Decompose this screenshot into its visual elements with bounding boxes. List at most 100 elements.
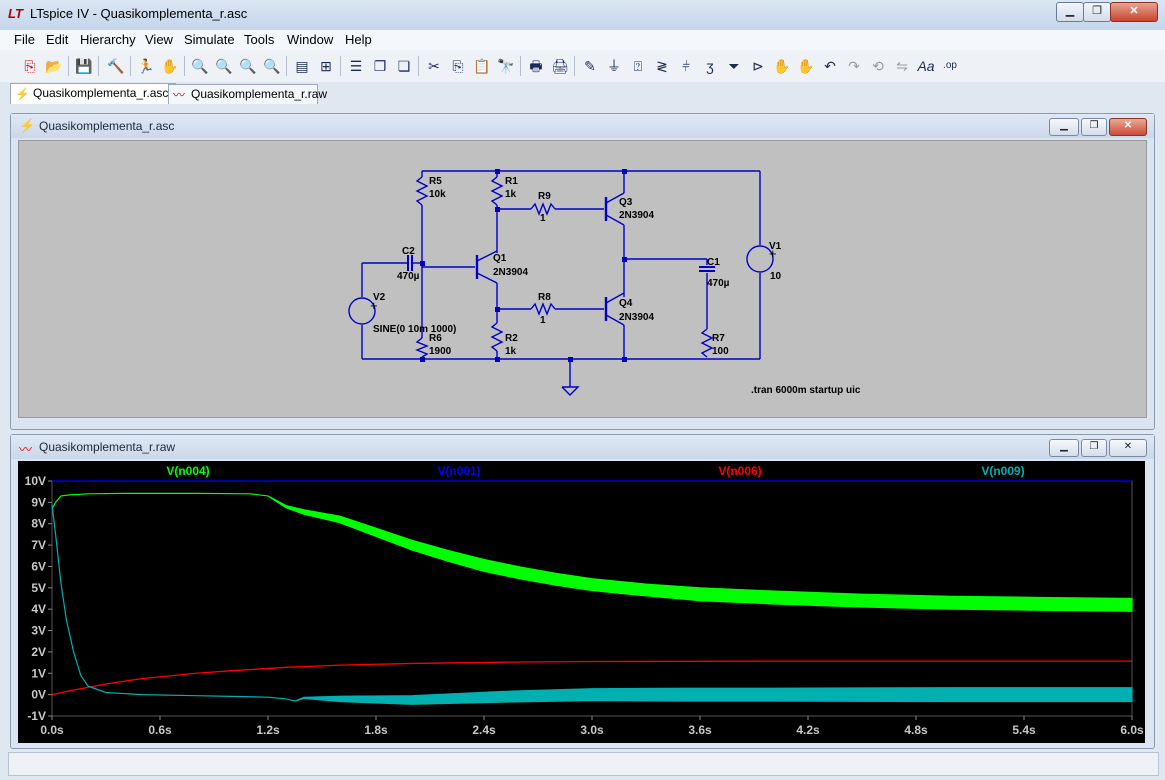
autorange-icon[interactable]: ▤ <box>295 58 309 74</box>
r7-value: 100 <box>712 346 729 357</box>
x-tick-label: 5.4s <box>1012 723 1036 737</box>
v2-value: SINE(0 10m 1000) <box>373 324 456 335</box>
c2-value: 470µ <box>397 271 420 282</box>
paste-icon[interactable]: 📋 <box>473 58 491 74</box>
waveform-icon: 〰 <box>173 88 186 102</box>
menu-file[interactable]: File <box>14 32 35 47</box>
x-tick-label: 1.2s <box>256 723 280 737</box>
component-icon[interactable]: ⊳ <box>752 58 764 74</box>
label-net-icon[interactable]: ⍰ <box>633 58 643 74</box>
schematic-canvas[interactable]: + + R5 10k R1 1k R9 1 <box>18 140 1147 418</box>
menu-tools[interactable]: Tools <box>244 32 275 47</box>
r2-value: 1k <box>505 346 517 357</box>
tab-label: Quasikomplementa_r.raw <box>191 87 328 101</box>
resistor-icon[interactable]: ≷ <box>656 58 668 74</box>
pan-hand-icon[interactable]: ✋ <box>161 58 179 74</box>
close-button[interactable]: ✕ <box>1110 2 1158 22</box>
menu-hierarchy[interactable]: Hierarchy <box>80 32 136 47</box>
tile-vertical-icon[interactable]: ❏ <box>397 58 411 74</box>
svg-text:+: + <box>769 246 777 261</box>
r8-value: 1 <box>540 315 546 326</box>
run-icon[interactable]: 🏃 <box>137 58 155 74</box>
svg-text:+: + <box>370 298 378 313</box>
menu-simulate[interactable]: Simulate <box>184 32 235 47</box>
tran-directive[interactable]: .tran 6000m startup uic <box>751 385 861 396</box>
c2-name: C2 <box>402 246 415 257</box>
menu-window[interactable]: Window <box>287 32 334 47</box>
print-preview-icon[interactable]: 🖶 <box>529 58 543 74</box>
copy-icon[interactable]: ⎘ <box>452 58 464 74</box>
legend-entry-3[interactable]: V(n009) <box>981 464 1024 478</box>
menu-view[interactable]: View <box>145 32 173 47</box>
r6-name: R6 <box>429 333 442 344</box>
tile-horizontal-icon[interactable]: ☰ <box>349 58 363 74</box>
y-tick-label: 1V <box>31 666 46 680</box>
x-tick-label: 3.0s <box>580 723 604 737</box>
capacitor-icon[interactable]: ⫩ <box>681 58 691 74</box>
draw-wire-icon[interactable]: ✎ <box>584 58 596 74</box>
undo-icon[interactable]: ↶ <box>824 58 836 74</box>
y-tick-label: 0V <box>31 688 46 702</box>
find-binoculars-icon[interactable]: 🔭 <box>497 58 515 74</box>
legend-entry-0[interactable]: V(n004) <box>166 464 209 478</box>
y-tick-label: 6V <box>31 559 46 573</box>
waveform-maximize-button[interactable]: ❐ <box>1081 439 1107 457</box>
r6-value: 1900 <box>429 346 452 357</box>
v1-name: V1 <box>769 241 782 252</box>
schematic-icon: ⚡ <box>15 87 30 101</box>
r1-name: R1 <box>505 176 518 187</box>
redo-icon[interactable]: ↷ <box>848 58 860 74</box>
diode-icon[interactable]: ⏷ <box>728 58 740 74</box>
toolbar: ⎘ 📂 💾 🔨 🏃 ✋ 🔍 🔍 🔍 🔍 ▤ ⊞ ☰ ❐ ❏ ✂ ⎘ 📋 🔭 🖶 … <box>0 50 1165 83</box>
maximize-button[interactable]: ❐ <box>1083 2 1111 22</box>
move-hand-icon[interactable]: ✋ <box>773 58 791 74</box>
drag-hand-icon[interactable]: ✋ <box>797 58 815 74</box>
ground-icon[interactable]: ⏚ <box>607 58 621 74</box>
waveform-close-button[interactable]: ✕ <box>1109 439 1147 457</box>
menu-edit[interactable]: Edit <box>46 32 69 47</box>
new-schematic-icon[interactable]: ⎘ <box>24 58 36 74</box>
inductor-icon[interactable]: ʒ <box>706 58 714 74</box>
cut-icon[interactable]: ✂ <box>428 58 440 74</box>
y-tick-label: 2V <box>31 645 46 659</box>
zoom-full-icon[interactable]: 🔍 <box>215 58 233 74</box>
legend-entry-1[interactable]: V(n001) <box>437 464 480 478</box>
grid-icon[interactable]: ⊞ <box>320 58 332 74</box>
waveform-minimize-button[interactable]: ▁ <box>1049 439 1079 457</box>
r9-name: R9 <box>538 191 551 202</box>
menu-help[interactable]: Help <box>345 32 372 47</box>
open-folder-icon[interactable]: 📂 <box>45 58 63 74</box>
tab-label: Quasikomplementa_r.asc <box>33 86 169 100</box>
rotate-icon[interactable]: ⟲ <box>872 58 884 74</box>
r5-name: R5 <box>429 176 442 187</box>
r8-name: R8 <box>538 292 551 303</box>
r2-name: R2 <box>505 333 518 344</box>
series-trace-0 <box>51 492 1133 612</box>
zoom-out-icon[interactable]: 🔍 <box>239 58 257 74</box>
legend-entry-2[interactable]: V(n006) <box>718 464 761 478</box>
r1-value: 1k <box>505 189 517 200</box>
spice-directive-icon[interactable]: .op <box>943 60 957 71</box>
cascade-icon[interactable]: ❐ <box>373 58 387 74</box>
print-icon[interactable]: 🖨 <box>551 58 569 74</box>
tab-waveform[interactable]: 〰 Quasikomplementa_r.raw <box>168 84 327 104</box>
tab-schematic[interactable]: ⚡ Quasikomplementa_r.asc <box>10 83 176 104</box>
minimize-button[interactable]: ▁ <box>1056 2 1084 22</box>
zoom-in-icon[interactable]: 🔍 <box>191 58 209 74</box>
r5-value: 10k <box>429 189 446 200</box>
x-tick-label: 4.2s <box>796 723 820 737</box>
schematic-minimize-button[interactable]: ▁ <box>1049 118 1079 136</box>
mirror-icon[interactable]: ⇋ <box>896 58 908 74</box>
q3-name: Q3 <box>619 197 633 208</box>
schematic-maximize-button[interactable]: ❐ <box>1081 118 1107 136</box>
text-icon[interactable]: Aa <box>917 58 935 74</box>
schematic-window-titlebar: ⚡ Quasikomplementa_r.asc ▁ ❐ ✕ <box>11 114 1154 138</box>
schematic-close-button[interactable]: ✕ <box>1109 118 1147 136</box>
x-tick-label: 2.4s <box>472 723 496 737</box>
zoom-cancel-icon[interactable]: 🔍 <box>263 58 281 74</box>
save-icon[interactable]: 💾 <box>75 58 93 74</box>
control-panel-icon[interactable]: 🔨 <box>107 58 125 74</box>
c1-name: C1 <box>707 257 720 268</box>
x-tick-label: 4.8s <box>904 723 928 737</box>
